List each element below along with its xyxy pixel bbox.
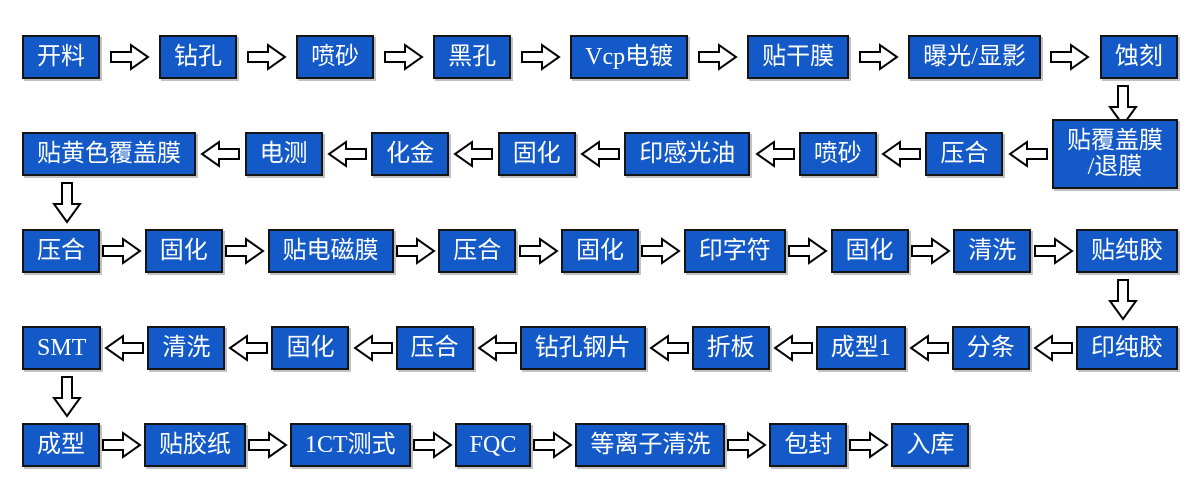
process-step: 固化 — [561, 229, 639, 273]
right-arrow-icon — [102, 237, 143, 265]
right-arrow-icon — [383, 43, 424, 71]
row-connector — [22, 81, 1178, 130]
left-arrow-icon — [352, 334, 393, 362]
process-step: 压合 — [395, 326, 474, 370]
left-arrow-icon — [327, 140, 367, 168]
process-step: 贴黄色覆盖膜 — [22, 132, 196, 176]
right-arrow-icon — [858, 43, 899, 71]
flow-row-2: 贴黄色覆盖膜 电测 化金 固化 印感光油 喷砂 压合 贴覆盖膜 /退膜 — [22, 119, 1178, 189]
right-arrow-icon — [520, 43, 561, 71]
process-step: 钻孔 — [159, 35, 238, 79]
process-step: 化金 — [371, 132, 450, 176]
process-step: 贴胶纸 — [144, 423, 246, 467]
process-step: Vcp电镀 — [570, 35, 689, 79]
process-step: 印纯胶 — [1075, 326, 1178, 370]
right-arrow-icon — [910, 237, 951, 265]
process-step: 曝光/显影 — [908, 35, 1041, 79]
down-arrow-icon — [52, 375, 82, 418]
process-step: 电测 — [244, 132, 323, 176]
row-connector — [22, 178, 1178, 227]
down-arrow-icon — [1108, 84, 1138, 127]
left-arrow-icon — [1033, 334, 1073, 362]
left-arrow-icon — [104, 334, 145, 362]
left-arrow-icon — [476, 334, 517, 362]
down-arrow-icon — [52, 181, 82, 224]
process-step: 固化 — [144, 229, 223, 273]
process-step: 钻孔钢片 — [519, 326, 646, 370]
row-connector — [22, 372, 1178, 421]
process-step: 黑孔 — [433, 35, 512, 79]
process-step: 喷砂 — [798, 132, 877, 176]
right-arrow-icon — [246, 43, 287, 71]
right-arrow-icon — [1033, 237, 1074, 265]
process-step: 喷砂 — [296, 35, 375, 79]
process-step: 1CT测式 — [290, 423, 411, 467]
process-step: SMT — [22, 326, 102, 370]
process-step: 压合 — [22, 229, 100, 273]
flow-row-5: 成型贴胶纸 1CT测式 FQC 等离子清洗包封入库 — [22, 421, 1178, 469]
process-step: 等离子清洗 — [575, 423, 726, 467]
process-step: 印字符 — [683, 229, 786, 273]
process-step: 贴纯胶 — [1076, 229, 1178, 273]
process-step: 入库 — [891, 423, 970, 467]
right-arrow-icon — [697, 43, 738, 71]
right-arrow-icon — [248, 431, 288, 459]
row-connector — [22, 275, 1178, 324]
right-arrow-icon — [533, 431, 574, 459]
right-arrow-icon — [395, 237, 436, 265]
flow-row-1: 开料 钻孔 喷砂 黑孔 Vcp电镀 贴干膜 曝光/显影 蚀刻 — [22, 33, 1178, 81]
right-arrow-icon — [412, 431, 453, 459]
right-arrow-icon — [788, 237, 828, 265]
flow-row-4: SMT 清洗 固化 压合 钻孔钢片 折板 成型1 分条 印纯胶 — [22, 324, 1178, 372]
left-arrow-icon — [1007, 140, 1048, 168]
process-step: 成型 — [22, 423, 100, 467]
process-step: 印感光油 — [624, 132, 751, 176]
left-arrow-icon — [648, 334, 689, 362]
process-step: 分条 — [951, 326, 1030, 370]
left-arrow-icon — [772, 334, 813, 362]
left-arrow-icon — [580, 140, 620, 168]
right-arrow-icon — [225, 237, 265, 265]
process-step: 开料 — [22, 35, 100, 79]
right-arrow-icon — [518, 237, 559, 265]
process-step: 清洗 — [147, 326, 226, 370]
process-step: FQC — [454, 423, 532, 467]
process-step: 包封 — [769, 423, 848, 467]
right-arrow-icon — [641, 237, 682, 265]
process-step: 蚀刻 — [1099, 35, 1178, 79]
right-arrow-icon — [1050, 43, 1091, 71]
down-arrow-icon — [1108, 278, 1138, 321]
flow-row-3: 压合固化贴电磁膜压合固化印字符固化清洗贴纯胶 — [22, 227, 1178, 275]
left-arrow-icon — [453, 140, 494, 168]
process-step: 折板 — [691, 326, 770, 370]
right-arrow-icon — [849, 431, 890, 459]
left-arrow-icon — [754, 140, 795, 168]
process-step: 贴干膜 — [747, 35, 850, 79]
process-step: 固化 — [271, 326, 350, 370]
left-arrow-icon — [909, 334, 949, 362]
process-step: 压合 — [438, 229, 517, 273]
left-arrow-icon — [228, 334, 269, 362]
left-arrow-icon — [881, 140, 922, 168]
process-step: 压合 — [925, 132, 1004, 176]
left-arrow-icon — [200, 140, 241, 168]
process-step: 固化 — [830, 229, 909, 273]
process-step: 清洗 — [953, 229, 1032, 273]
process-step: 贴电磁膜 — [267, 229, 394, 273]
right-arrow-icon — [727, 431, 768, 459]
process-step: 成型1 — [815, 326, 906, 370]
process-step: 固化 — [497, 132, 576, 176]
process-step: 贴覆盖膜 /退膜 — [1051, 119, 1178, 189]
right-arrow-icon — [102, 431, 142, 459]
right-arrow-icon — [109, 43, 150, 71]
